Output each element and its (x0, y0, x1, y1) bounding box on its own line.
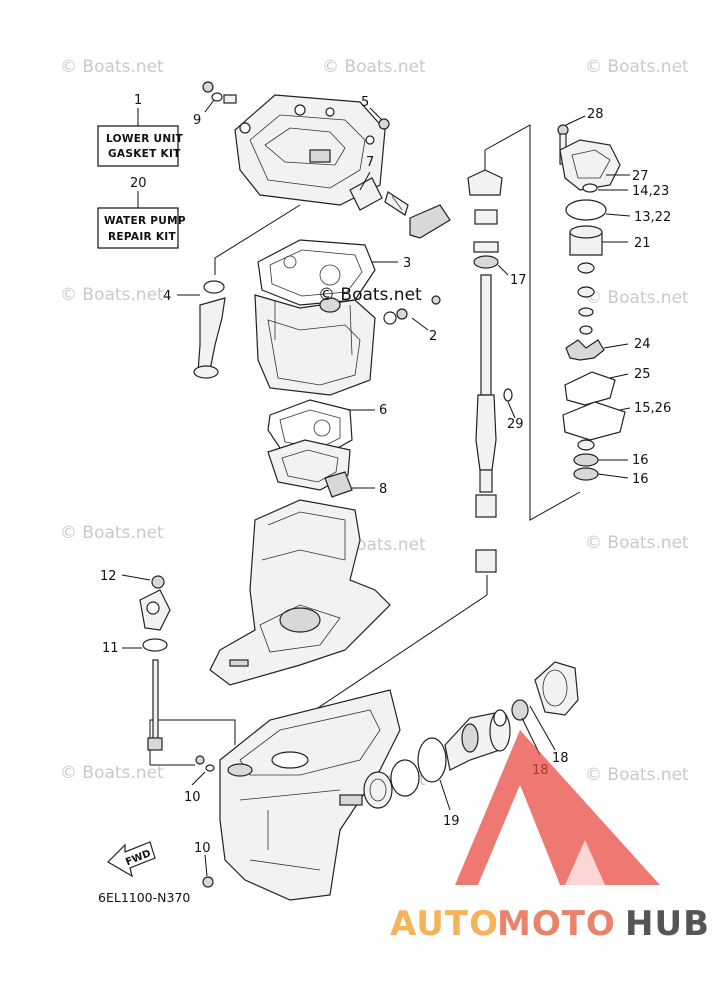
callout-16: 16 (632, 453, 649, 468)
bolt-5 (369, 107, 390, 130)
watermark: © Boats.net (60, 523, 164, 543)
callout-16: 16 (632, 472, 649, 487)
callout-24: 24 (634, 337, 651, 352)
callout-15-26: 15,26 (634, 401, 671, 416)
kit-label: LOWER UNIT (106, 133, 184, 145)
callout-10: 10 (184, 790, 201, 805)
automotohub-logo: AUTO MOTO HUB (390, 730, 710, 944)
watermark: © Boats.net (60, 763, 164, 783)
water-pump-kit-box: 20 WATER PUMP REPAIR KIT (97, 176, 186, 249)
bolts-10 (191, 755, 215, 888)
watermark: © Boats.net (585, 57, 689, 77)
water-pump-assy (557, 115, 631, 481)
callouts: 2 3 4 5 6 7 8 9 10 10 11 12 13,22 14,23 … (100, 95, 671, 856)
callout-17: 17 (510, 273, 527, 288)
callout-25: 25 (634, 367, 651, 382)
callout-4: 4 (163, 289, 171, 304)
watermark: © Boats.net (585, 288, 689, 308)
callout-28: 28 (587, 107, 604, 122)
callout-1: 1 (134, 93, 142, 108)
callout-2: 2 (429, 329, 437, 344)
logo-text-auto: AUTO (390, 904, 499, 944)
kit-label: WATER PUMP (104, 215, 186, 227)
callout-11: 11 (102, 641, 119, 656)
prop-gear-assy (363, 661, 579, 811)
kit-label: GASKET KIT (108, 148, 181, 160)
upper-casing (234, 94, 386, 206)
callout-21: 21 (634, 236, 651, 251)
damper-8 (324, 471, 375, 498)
logo-text-hub: HUB (625, 904, 710, 944)
callout-27: 27 (632, 169, 649, 184)
anode-7 (349, 171, 451, 239)
callout-19: 19 (443, 814, 460, 829)
callout-18: 18 (552, 751, 569, 766)
callout-13-22: 13,22 (634, 210, 671, 225)
gasket-3 (257, 239, 398, 306)
bolt-9 (202, 81, 237, 113)
callout-8: 8 (379, 482, 387, 497)
gear-case-upper (209, 499, 391, 686)
callout-10: 10 (194, 841, 211, 856)
kit-label: REPAIR KIT (108, 231, 177, 243)
logo-text-moto: MOTO (497, 904, 616, 944)
watermark: © Boats.net (322, 57, 426, 77)
callout-9: 9 (193, 113, 201, 128)
gear-case-lower (219, 689, 401, 901)
watermark: © Boats.net (60, 285, 164, 305)
callout-6: 6 (379, 403, 387, 418)
callout-7: 7 (366, 155, 374, 170)
watermark: © Boats.net (585, 533, 689, 553)
on-image-watermark: © Boats.net (318, 285, 422, 305)
gasket-kit-box: 1 LOWER UNIT GASKET KIT (97, 93, 184, 167)
shift-rod (121, 574, 171, 751)
callout-5: 5 (361, 95, 369, 110)
watermark: © Boats.net (585, 765, 689, 785)
gasket-6 (267, 399, 375, 491)
fwd-arrow-icon: FWD (107, 841, 156, 878)
callout-20: 20 (130, 176, 147, 191)
watermark: © Boats.net (60, 57, 164, 77)
callout-29: 29 (507, 417, 524, 432)
middle-housing (254, 294, 441, 396)
callout-14-23: 14,23 (632, 184, 669, 199)
diagram-code: 6EL1100-N370 (98, 890, 190, 905)
drive-shaft (467, 169, 516, 573)
callout-12: 12 (100, 569, 117, 584)
water-pipe-4 (177, 280, 226, 379)
callout-3: 3 (403, 256, 411, 271)
